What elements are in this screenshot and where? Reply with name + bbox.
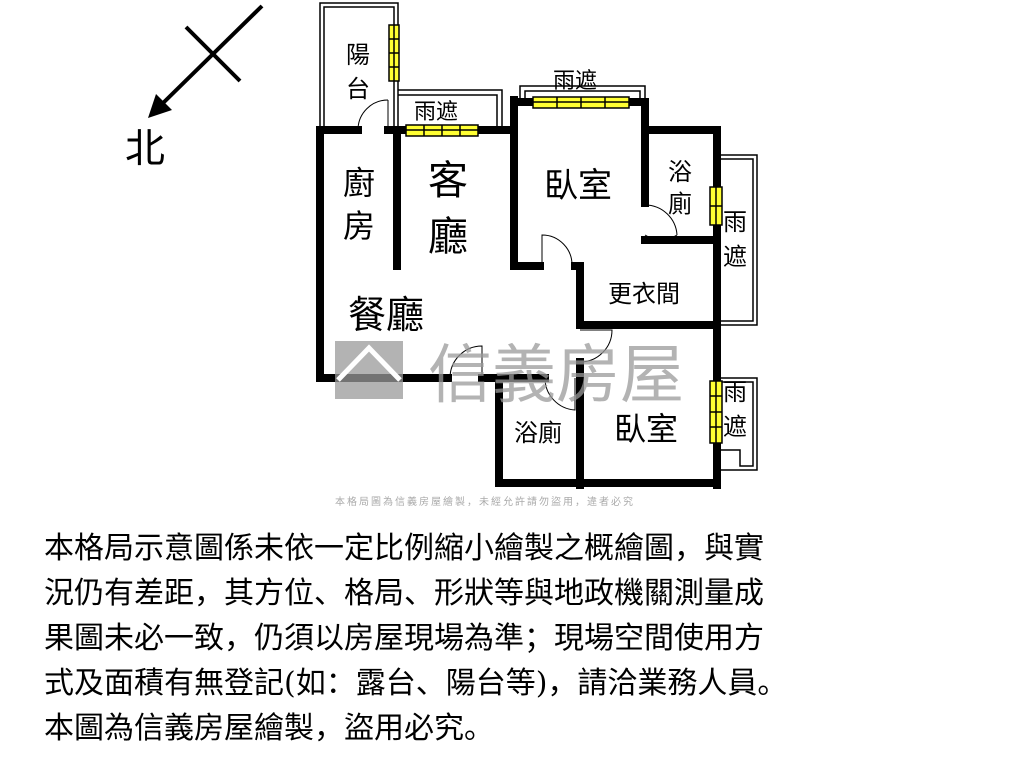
bedroom-2-label: 臥室 [614, 410, 678, 448]
rain-shelter-top-label: 雨遮 [553, 69, 597, 94]
rain-shelter-right-upper-label-2: 遮 [723, 243, 747, 271]
dining-label: 餐廳 [348, 293, 424, 337]
bedroom-1-label: 臥室 [544, 166, 612, 206]
rain-shelter-right-upper-label-1: 雨 [723, 208, 747, 236]
balcony-label-1: 陽 [346, 41, 370, 69]
doors [357, 99, 678, 411]
bath-1-label-2: 廁 [668, 190, 692, 218]
disclaimer-line: 本格局示意圖係未依一定比例縮小繪製之概繪圖，與實 [44, 531, 764, 566]
disclaimer-line: 況仍有差距，其方位、格局、形狀等與地政機關測量成 [44, 576, 764, 611]
disclaimer-line: 果圖未必一致，仍須以房屋現場為準；現場空間使用方 [44, 621, 764, 656]
bath-1-label-1: 浴 [668, 158, 692, 186]
floor-plan: 北 [125, 2, 758, 508]
compass-icon [148, 4, 264, 118]
north-label: 北 [125, 126, 165, 172]
living-label-2: 廳 [428, 214, 468, 260]
disclaimer-line: 式及面積有無登記(如：露台、陽台等)，請洽業務人員。 [44, 666, 788, 701]
watermark: 信義房屋 本格局圖為信義房屋繪製，未經允許請勿盜用，違者必究 [335, 339, 684, 508]
bath-2-label: 浴廁 [514, 419, 562, 447]
disclaimer: 本格局示意圖係未依一定比例縮小繪製之概繪圖，與實 況仍有差距，其方位、格局、形狀… [44, 526, 984, 751]
rain-shelter-right-lower-label-1: 雨 [723, 378, 747, 406]
rain-shelter-top-left-label: 雨遮 [414, 100, 458, 125]
disclaimer-line: 本圖為信義房屋繪製，盜用必究。 [44, 711, 494, 746]
balcony-label-2: 台 [346, 75, 370, 103]
kitchen-label-2: 房 [343, 207, 375, 245]
watermark-notice: 本格局圖為信義房屋繪製，未經允許請勿盜用，違者必究 [335, 495, 635, 508]
watermark-brand: 信義房屋 [428, 339, 684, 413]
windows [388, 24, 723, 444]
kitchen-label-1: 廚 [343, 164, 375, 202]
closet-label: 更衣間 [608, 280, 680, 308]
living-label-1: 客 [428, 158, 468, 204]
rain-shelter-right-lower-label-2: 遮 [723, 413, 747, 441]
